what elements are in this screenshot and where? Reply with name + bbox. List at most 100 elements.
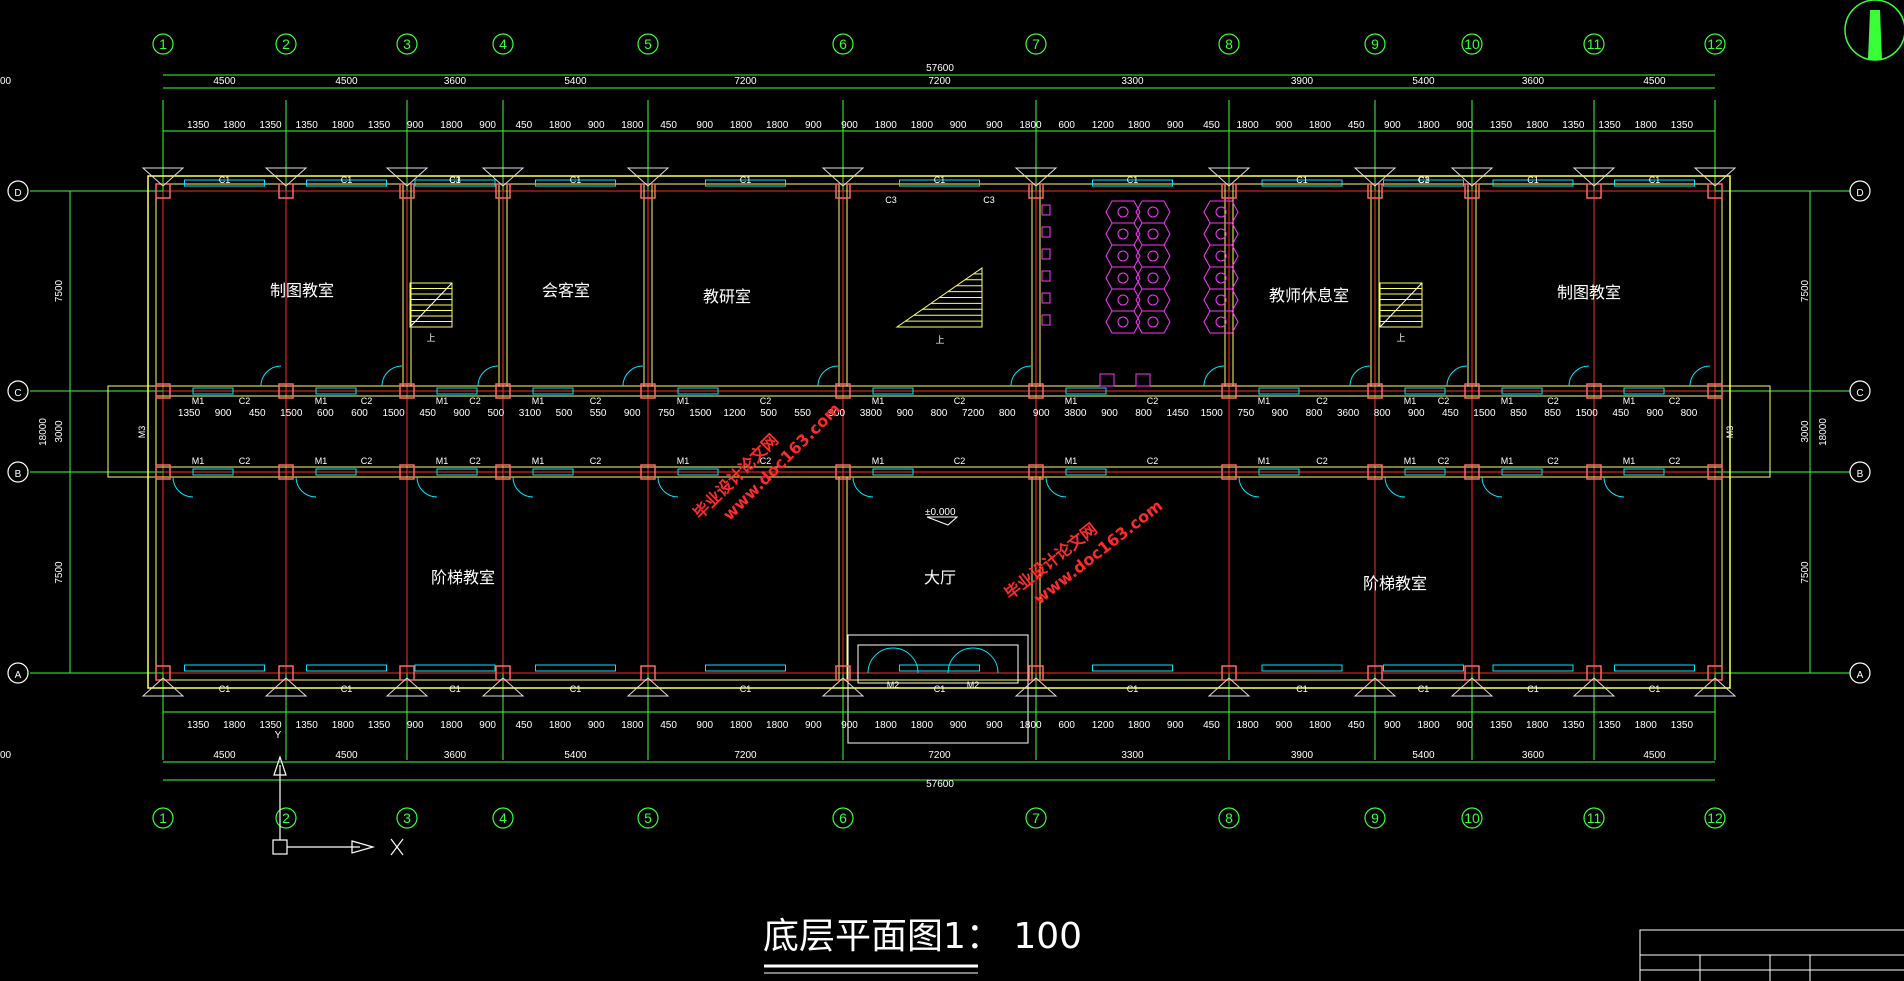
porch-left: [107, 385, 157, 478]
column-12-B: [1707, 464, 1723, 480]
walls: [107, 167, 1771, 744]
column-11-B: [1586, 464, 1602, 480]
window-top-9: [1383, 179, 1464, 187]
column-4-C: [495, 383, 511, 399]
bubble-circle: [1849, 461, 1871, 483]
outer-wall: [147, 175, 1731, 689]
drawing-title: 底层平面图1： 100: [763, 916, 1082, 957]
bubble-circle: [152, 807, 174, 829]
detail-dim-bottom-9: 450: [515, 720, 532, 731]
column-2-C: [278, 383, 294, 399]
cwin-b-4: [532, 468, 574, 476]
entry-door-left-1: [947, 647, 974, 674]
cwin-c-1: [192, 387, 234, 395]
detail-dim-bottom-1: 1800: [223, 720, 246, 731]
ucs-icon: [272, 755, 404, 856]
window2-tag-c-10: C2: [1547, 396, 1559, 406]
detail-dim-top-20: 1800: [911, 120, 934, 131]
column-8-A: [1221, 665, 1237, 681]
toilet-bowl-1-0: [1117, 228, 1129, 240]
axis-dim-bottom-7: 3300: [1121, 750, 1144, 761]
pilaster-bottom-2: [264, 677, 308, 697]
detail-dim-bottom-35: 900: [1456, 720, 1473, 731]
corridor-dim-30: 1500: [1201, 408, 1224, 419]
corridor-dim-10: 3100: [519, 408, 542, 419]
window-bottom-2: [306, 664, 387, 672]
corridor-dim-35: 800: [1374, 408, 1391, 419]
urinal-3: [1041, 270, 1051, 282]
grid-bubble-row-A-left: A: [7, 662, 29, 684]
window-tag-bottom-6: C1: [934, 684, 946, 694]
urinal-1: [1041, 226, 1051, 238]
cwin-c-7: [1065, 387, 1107, 395]
window-tag-top-6: C1: [934, 175, 946, 185]
detail-dim-top-0: 1350: [187, 120, 210, 131]
window-bottom-11: [1614, 664, 1695, 672]
window-tag-bottom-9: C1: [1418, 684, 1430, 694]
axis-dim-top-1: 4500: [213, 76, 236, 87]
column-7-B: [1028, 464, 1044, 480]
bubble-circle: [637, 33, 659, 55]
column-5-C: [640, 383, 656, 399]
window-bottom-9: [1383, 664, 1464, 672]
pilaster-bottom-4: [481, 677, 525, 697]
room-lecture-right: 阶梯教室: [1363, 574, 1427, 593]
stall-0-1: [1135, 200, 1171, 224]
detail-dim-bottom-0: 1350: [187, 720, 210, 731]
door-tag-c-11: M1: [1623, 396, 1636, 406]
bubble-circle: [832, 807, 854, 829]
window-tag-top-4: C1: [570, 175, 582, 185]
grid-bubble-col-11-bottom: 11: [1583, 807, 1605, 829]
axis-dim-top-9: 5400: [1412, 76, 1435, 87]
axis-dim-bottom-11: 4500: [1643, 750, 1666, 761]
pilaster-top-3: [385, 167, 429, 187]
column-5-B: [640, 464, 656, 480]
stall-3-1: [1135, 266, 1171, 290]
door-swing-b-8: [1238, 476, 1260, 498]
axis-dim-top-3: 3600: [444, 76, 467, 87]
bubble-circle: [1704, 33, 1726, 55]
detail-dim-top-38: 1350: [1562, 120, 1585, 131]
column-1-C: [155, 383, 171, 399]
pilaster-bottom-6: [821, 677, 865, 697]
column-11-D: [1586, 183, 1602, 199]
window-top-1: [184, 179, 265, 187]
stall-5-1: [1135, 310, 1171, 334]
door-swing-b-2: [295, 476, 317, 498]
door-tag-b-9: M1: [1404, 456, 1417, 466]
detail-dim-bottom-31: 1800: [1309, 720, 1332, 731]
stair-diagonal: [409, 282, 453, 328]
corridor-dim-7: 450: [419, 408, 436, 419]
window-tag-bottom-11: C1: [1649, 684, 1661, 694]
detail-dim-top-33: 900: [1384, 120, 1401, 131]
row-dim-left-0: 7500: [54, 279, 65, 302]
cwin-c-8: [1258, 387, 1300, 395]
axis-dim-bottom-2: 4500: [335, 750, 358, 761]
detail-dim-top-34: 1800: [1417, 120, 1440, 131]
detail-dim-top-1: 1800: [223, 120, 246, 131]
corridor-dim-15: 1500: [689, 408, 712, 419]
grid-bubble-row-D-left: D: [7, 180, 29, 202]
detail-dim-top-16: 1800: [766, 120, 789, 131]
column-10-A: [1464, 665, 1480, 681]
compass-icon: [1844, 0, 1904, 61]
window-tag-bottom-3: C1: [449, 684, 461, 694]
grid-bubble-col-7-top: 7: [1025, 33, 1047, 55]
window-bottom-1: [184, 664, 265, 672]
corridor-dim-14: 750: [658, 408, 675, 419]
corridor-dim-17: 500: [760, 408, 777, 419]
window3-tag-3: C3: [983, 195, 995, 205]
corridor-dim-4: 600: [317, 408, 334, 419]
bubble-label: 7: [1032, 36, 1040, 52]
detail-dim-top-2: 1350: [259, 120, 282, 131]
detail-dim-top-18: 900: [841, 120, 858, 131]
cwin-b-6: [872, 468, 914, 476]
bubble-label: 6: [839, 36, 847, 52]
room-lobby: 大厅: [924, 568, 956, 587]
detail-dim-top-10: 1800: [549, 120, 572, 131]
detail-dim-bottom-21: 900: [950, 720, 967, 731]
bubble-label: C: [1856, 388, 1863, 399]
bubble-circle: [492, 33, 514, 55]
bubble-circle: [1218, 807, 1240, 829]
toilet-bowl-4-2: [1215, 294, 1227, 306]
